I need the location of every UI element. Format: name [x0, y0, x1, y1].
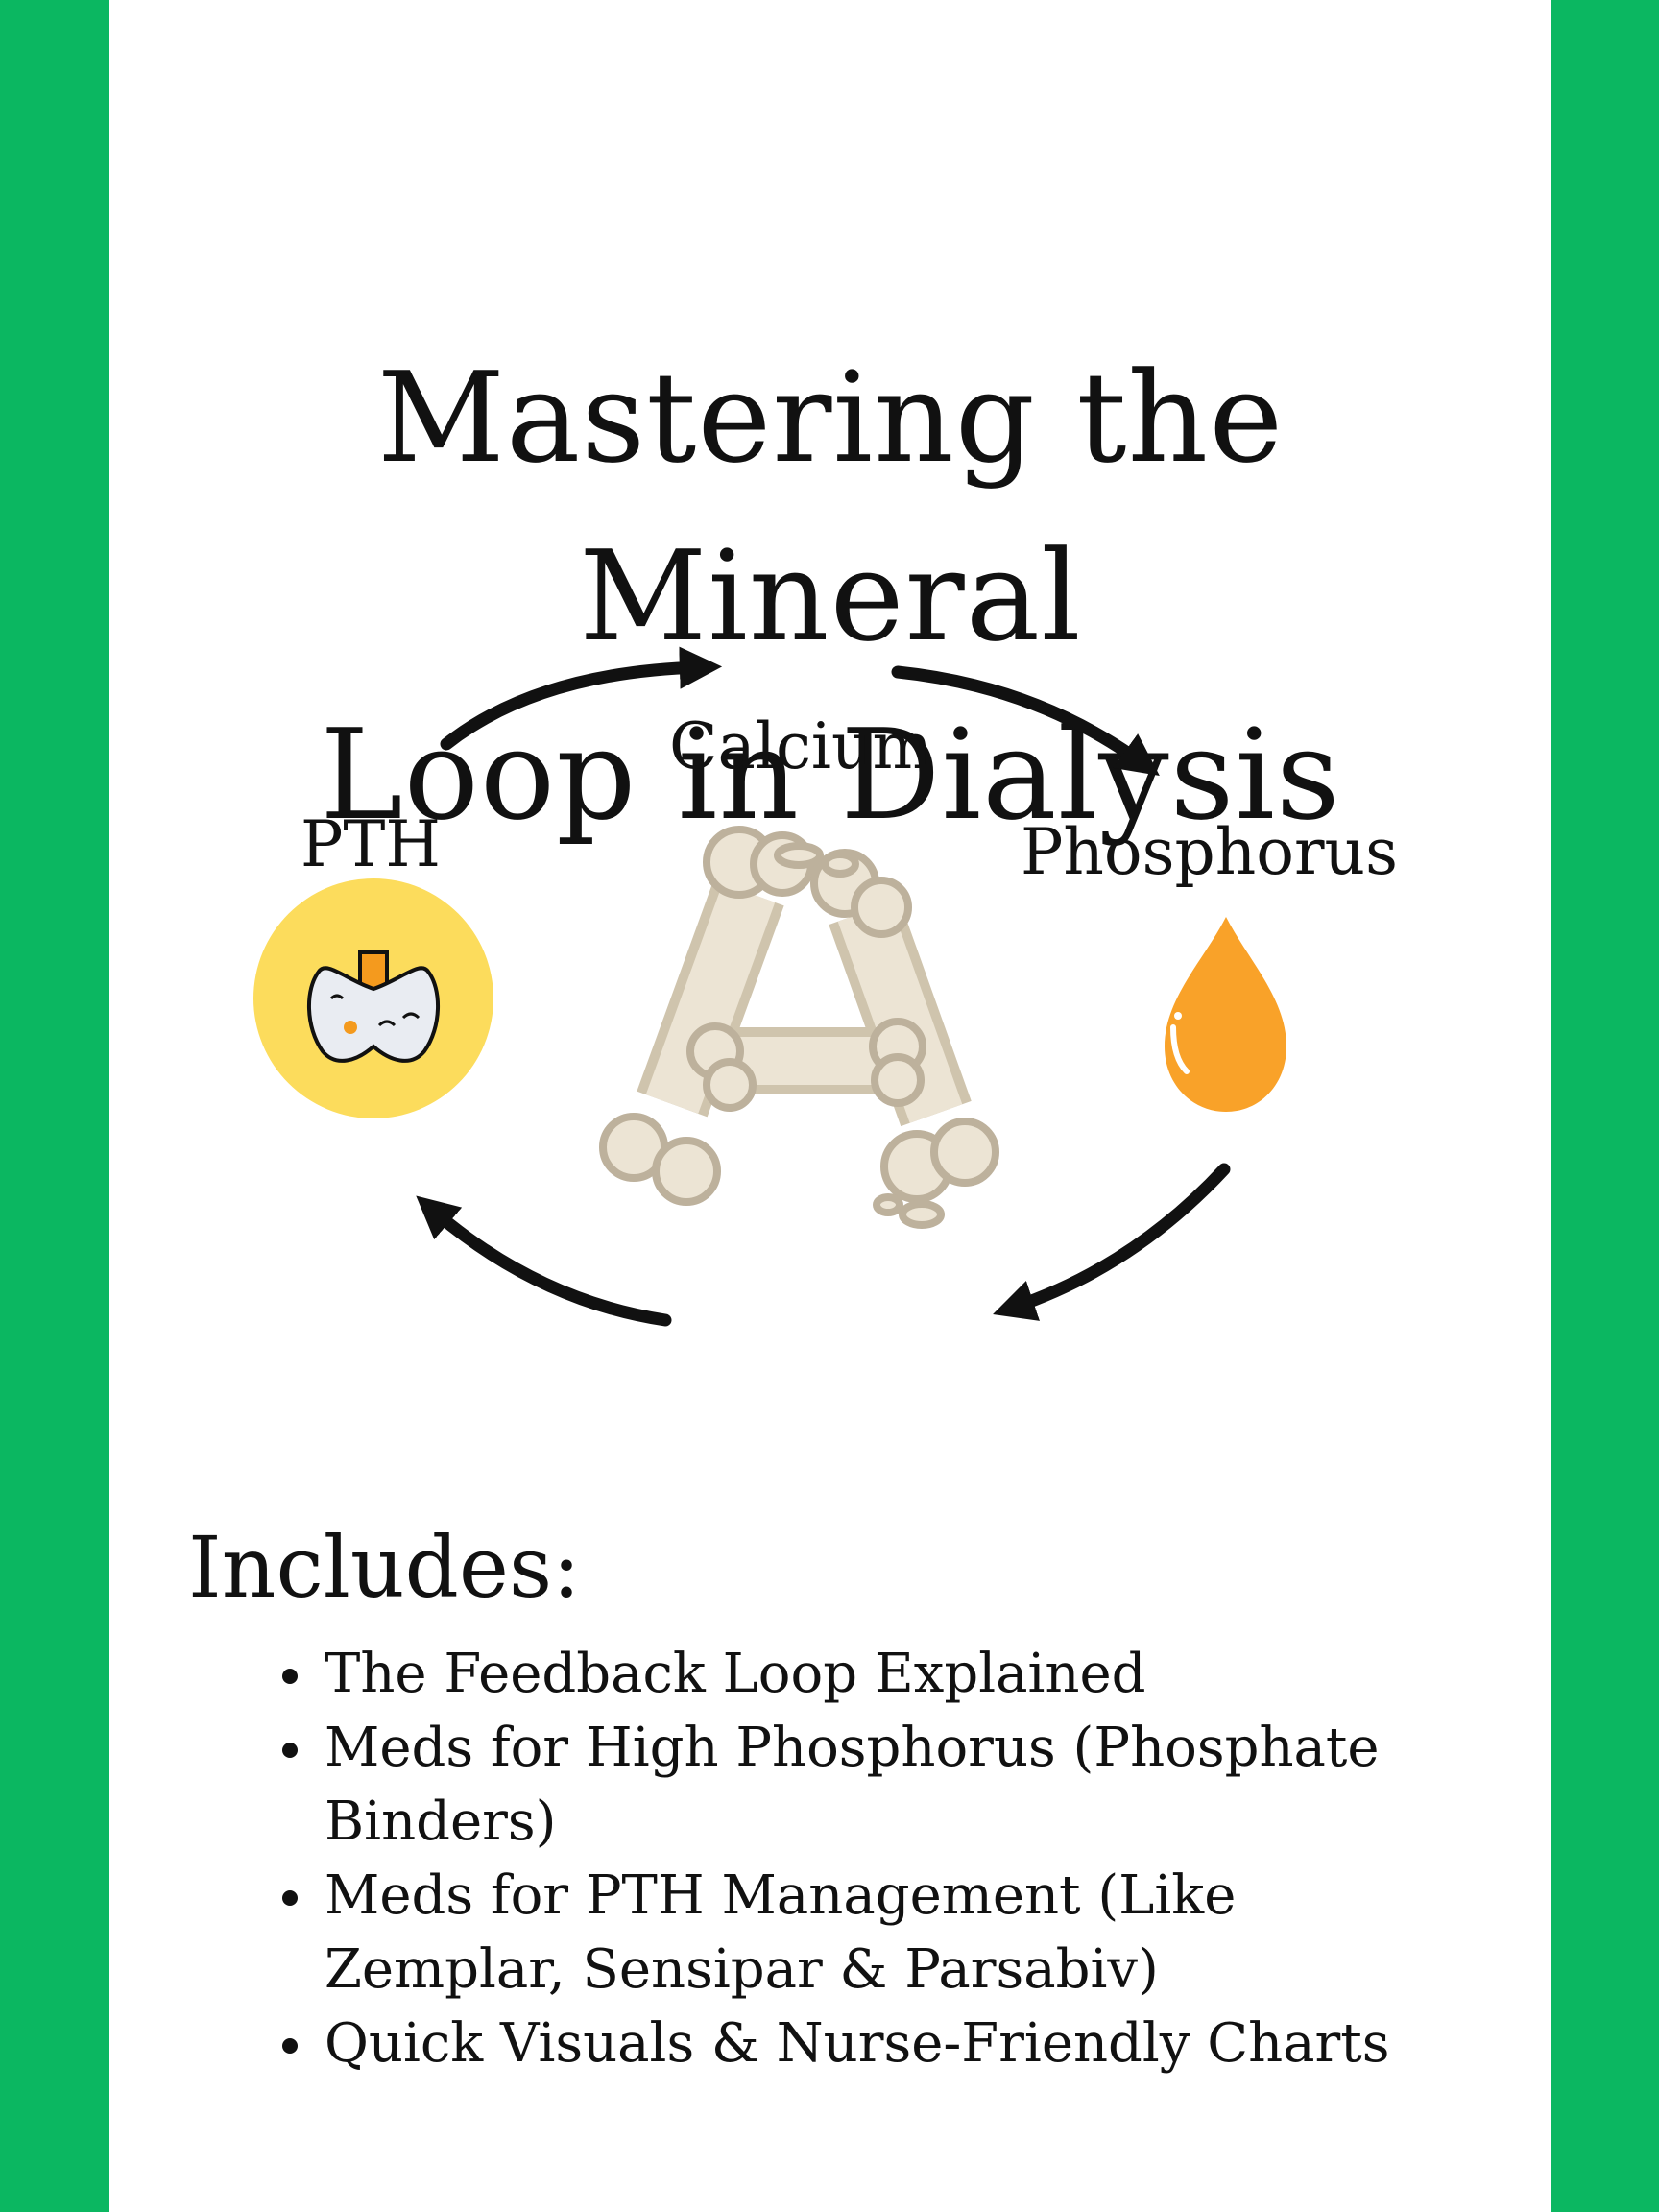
mineral-loop-diagram	[253, 646, 1286, 1327]
includes-list: The Feedback Loop Explained Meds for Hig…	[255, 1637, 1465, 2080]
list-item: Quick Visuals & Nurse-Friendly Charts	[255, 2007, 1465, 2080]
right-green-border	[1551, 0, 1659, 2212]
title-line-1: Mastering the Mineral	[376, 345, 1285, 670]
thyroid-gland-icon	[253, 878, 493, 1118]
list-item: The Feedback Loop Explained	[255, 1637, 1465, 1711]
arrow-bottom-to-pth	[416, 1195, 672, 1327]
calcium-label: Calcium	[669, 709, 933, 783]
page-title: Mastering the Mineral Loop in Dialysis	[109, 328, 1551, 864]
arrow-phosphorus-down	[993, 1163, 1231, 1321]
bone-letter-a-icon	[599, 826, 999, 1229]
includes-heading: Includes:	[188, 1518, 581, 1617]
title-line-2: Loop in Dialysis	[320, 702, 1341, 849]
left-green-border	[0, 0, 109, 2212]
arrow-calcium-to-phosphorus	[891, 665, 1160, 776]
pth-label: PTH	[301, 807, 441, 881]
phosphorus-label: Phosphorus	[1021, 815, 1398, 889]
orange-drop-icon	[1165, 917, 1286, 1112]
arrow-pth-to-calcium	[440, 646, 723, 751]
list-item: Meds for PTH Management (Like Zemplar, S…	[255, 1859, 1465, 2007]
list-item: Meds for High Phosphorus (Phosphate Bind…	[255, 1711, 1465, 1859]
cycle-arrow-icon	[416, 646, 1231, 1327]
